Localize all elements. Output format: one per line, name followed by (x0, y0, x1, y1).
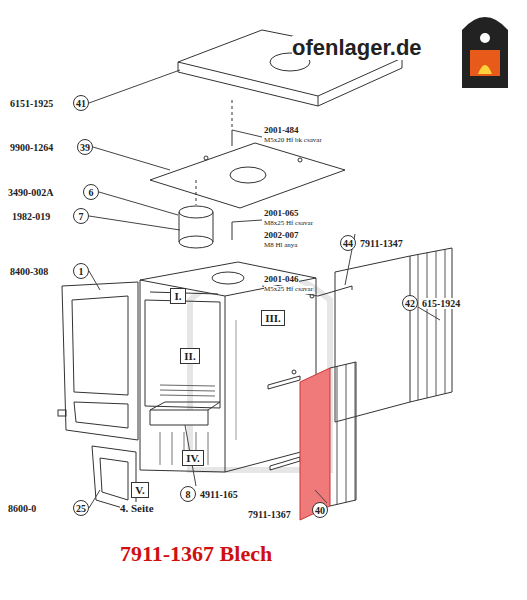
callout-number: 7 (73, 208, 89, 224)
part-label: 7911-1347 (360, 238, 403, 249)
section-marker: III. (261, 310, 285, 326)
part-label: 9900-1264 (10, 142, 53, 153)
node-text: I. (174, 290, 181, 302)
node-text: II. (184, 350, 195, 362)
part-label: 6151-1925 (10, 98, 53, 109)
node-text: 39 (80, 142, 90, 153)
section-marker: V. (131, 482, 149, 498)
node-text: 6 (89, 187, 94, 198)
node-text: 41 (76, 98, 86, 109)
node-text: 8 (186, 489, 191, 500)
part-label: 4. Seite (120, 502, 154, 514)
section-marker: I. (170, 288, 186, 304)
part-label: M8 Hl anya (264, 242, 297, 250)
node-text: 25 (76, 503, 86, 514)
node-text: III. (265, 312, 281, 324)
part-label: M8x25 Hf csavar (264, 220, 313, 228)
node-text: IV. (186, 452, 200, 464)
part-label: 8600-0 (8, 503, 36, 514)
callout-number: 8 (180, 486, 196, 502)
part-label: 2002-007 (264, 231, 299, 241)
part-label: 615-1924 (422, 298, 460, 309)
node-text: 1 (79, 266, 84, 277)
part-label: 3490-002A (8, 187, 54, 198)
section-marker: IV. (182, 450, 204, 466)
callout-number: 41 (73, 95, 89, 111)
part-label: 7911-1367 (248, 509, 291, 520)
part-label: 2001-046 (264, 275, 299, 285)
node-text: 44 (343, 238, 353, 249)
callout-number: 44 (340, 235, 356, 251)
callout-number: 6 (83, 184, 99, 200)
callout-number: 40 (312, 502, 328, 518)
caption: 7911-1367 Blech (120, 542, 272, 566)
node-text: 7 (79, 211, 84, 222)
callout-number: 42 (402, 295, 418, 311)
part-label: 2001-065 (264, 209, 299, 219)
logo-text: ofenlager.de (292, 36, 422, 60)
part-label: M5x25 Hf csavar (264, 286, 313, 294)
part-label: 2001-484 (264, 126, 299, 136)
callout-number: 25 (73, 500, 89, 516)
node-text: 40 (315, 505, 325, 516)
part-label: 8400-308 (10, 266, 48, 277)
callout-number: 39 (77, 139, 93, 155)
section-marker: II. (180, 348, 200, 364)
node-text: V. (135, 484, 144, 496)
logo-icon (462, 17, 508, 88)
node-text: 42 (405, 298, 415, 309)
part-label: 1982-019 (12, 211, 50, 222)
part-label: M5x20 Hf bk csavar (264, 137, 322, 145)
callout-number: 1 (73, 263, 89, 279)
part-label: 4911-165 (200, 489, 238, 500)
